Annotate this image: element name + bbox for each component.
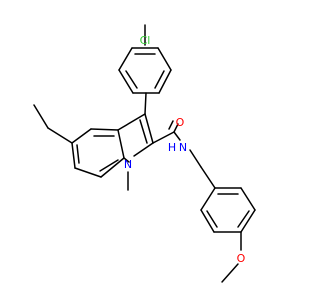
amide-hydrogen-atom-label: H <box>168 141 176 154</box>
bond <box>100 157 125 178</box>
bond <box>123 157 130 163</box>
bond <box>133 142 154 157</box>
bond <box>157 47 172 71</box>
bond <box>240 187 256 211</box>
bond <box>200 209 215 233</box>
bond <box>118 47 133 71</box>
bond <box>173 123 179 133</box>
bond <box>173 131 181 141</box>
bond <box>139 119 148 144</box>
bond <box>200 166 216 189</box>
bond <box>200 187 216 211</box>
molecule-canvas: Cl N N H O O <box>33 24 256 283</box>
bond <box>125 70 138 89</box>
molecule-structure: Cl N N H O O <box>33 24 256 283</box>
bond <box>206 210 218 228</box>
bond <box>144 92 147 115</box>
bond <box>221 263 239 283</box>
carbonyl-oxygen-atom-label: O <box>176 116 185 129</box>
bond <box>168 120 174 130</box>
bond <box>118 69 134 94</box>
bond <box>47 127 73 144</box>
bond <box>71 142 76 169</box>
bonds <box>33 24 256 283</box>
bond <box>154 70 165 89</box>
bond <box>76 144 80 164</box>
amide-nitrogen-atom-label: N <box>179 141 187 154</box>
bond <box>152 131 175 144</box>
methoxy-oxygen-atom-label: O <box>237 252 246 265</box>
chlorine-atom-label: Cl <box>140 34 151 47</box>
bond <box>90 128 119 131</box>
bond <box>99 159 119 172</box>
atom-labels: Cl N N H O O <box>124 34 246 265</box>
ring-nitrogen-atom-label: N <box>124 158 132 171</box>
bond <box>144 113 154 144</box>
bond <box>189 149 202 168</box>
bond <box>117 129 125 159</box>
bond <box>74 167 102 178</box>
bond <box>237 210 250 228</box>
bond <box>240 209 256 233</box>
bond <box>117 113 146 131</box>
bond <box>71 128 92 144</box>
bond <box>33 104 49 129</box>
bond <box>158 69 172 94</box>
